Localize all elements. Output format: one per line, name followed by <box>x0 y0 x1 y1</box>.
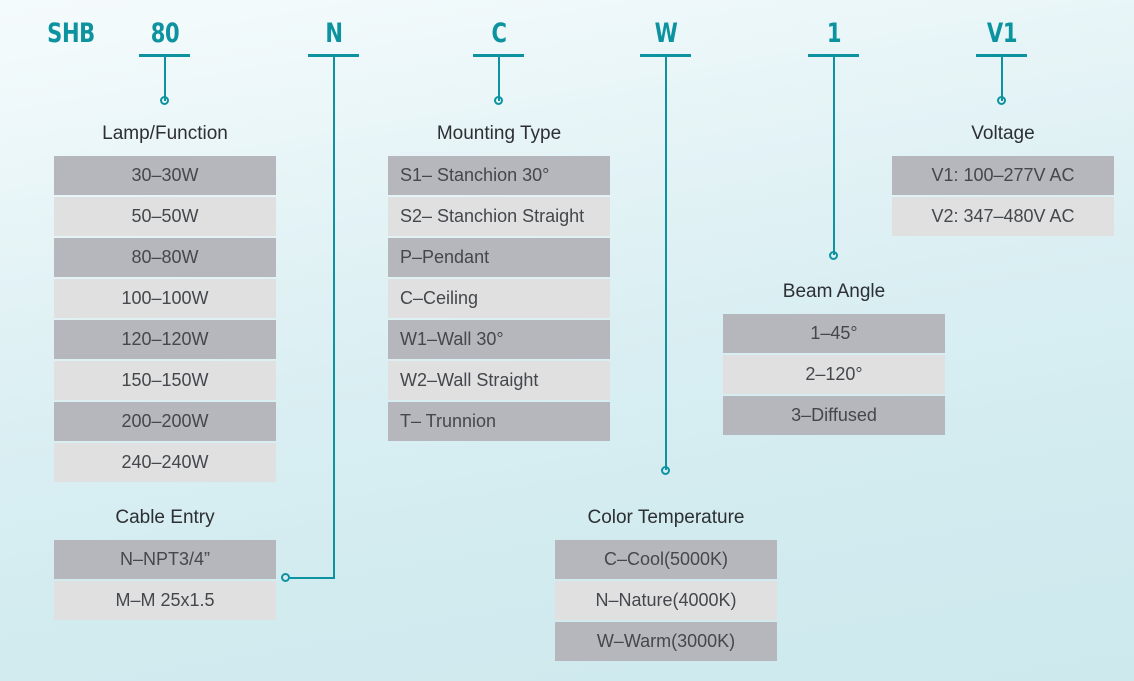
connector-dot-cable <box>281 573 290 582</box>
connector-line-lamp <box>164 56 166 101</box>
option-row[interactable]: C–Ceiling <box>388 279 610 318</box>
code-segment-voltage: V1 <box>986 18 1018 49</box>
code-underline-voltage <box>976 54 1027 57</box>
code-underline-mount <box>473 54 524 57</box>
option-row[interactable]: V2: 347–480V AC <box>892 197 1114 236</box>
option-row[interactable]: N–NPT3/4” <box>54 540 276 579</box>
code-underline-color <box>640 54 691 57</box>
option-row[interactable]: V1: 100–277V AC <box>892 156 1114 195</box>
connector-line-color <box>665 56 667 470</box>
connector-line-voltage <box>1001 56 1003 101</box>
option-row[interactable]: T– Trunnion <box>388 402 610 441</box>
connector-dot-mount <box>494 96 503 105</box>
option-row[interactable]: 80–80W <box>54 238 276 277</box>
options-table-beam-angle: 1–45° 2–120° 3–Diffused <box>723 314 945 435</box>
group-title-cable-entry: Cable Entry <box>115 507 215 528</box>
option-row[interactable]: W–Warm(3000K) <box>555 622 777 661</box>
option-row[interactable]: M–M 25x1.5 <box>54 581 276 620</box>
option-row[interactable]: P–Pendant <box>388 238 610 277</box>
option-row[interactable]: 50–50W <box>54 197 276 236</box>
options-table-color-temperature: C–Cool(5000K) N–Nature(4000K) W–Warm(300… <box>555 540 777 661</box>
option-row[interactable]: 1–45° <box>723 314 945 353</box>
code-segment-lamp: 80 <box>150 18 180 49</box>
connector-dot-beam <box>829 251 838 260</box>
code-segment-mount: C <box>491 18 507 49</box>
options-table-lamp-function: 30–30W 50–50W 80–80W 100–100W 120–120W 1… <box>54 156 276 482</box>
code-segment-color: W <box>654 18 678 49</box>
option-row[interactable]: 240–240W <box>54 443 276 482</box>
connector-line-cable-horizontal <box>290 577 335 579</box>
option-row[interactable]: 100–100W <box>54 279 276 318</box>
group-title-color-temperature: Color Temperature <box>587 507 745 528</box>
connector-line-beam <box>833 56 835 255</box>
option-row[interactable]: 200–200W <box>54 402 276 441</box>
option-row[interactable]: 2–120° <box>723 355 945 394</box>
group-title-lamp-function: Lamp/Function <box>102 123 228 144</box>
options-table-voltage: V1: 100–277V AC V2: 347–480V AC <box>892 156 1114 236</box>
connector-line-cable-vertical <box>333 56 335 579</box>
connector-dot-lamp <box>160 96 169 105</box>
group-title-mounting-type: Mounting Type <box>436 123 562 144</box>
option-row[interactable]: W2–Wall Straight <box>388 361 610 400</box>
option-row[interactable]: 3–Diffused <box>723 396 945 435</box>
options-table-cable-entry: N–NPT3/4” M–M 25x1.5 <box>54 540 276 620</box>
option-row[interactable]: 150–150W <box>54 361 276 400</box>
code-underline-cable <box>308 54 359 57</box>
option-row[interactable]: W1–Wall 30° <box>388 320 610 359</box>
connector-dot-voltage <box>997 96 1006 105</box>
group-title-beam-angle: Beam Angle <box>782 281 886 302</box>
connector-dot-color <box>661 466 670 475</box>
option-row[interactable]: 30–30W <box>54 156 276 195</box>
code-underline-beam <box>808 54 859 57</box>
option-row[interactable]: N–Nature(4000K) <box>555 581 777 620</box>
options-table-mounting-type: S1– Stanchion 30° S2– Stanchion Straight… <box>388 156 610 441</box>
option-row[interactable]: 120–120W <box>54 320 276 359</box>
code-segment-cable: N <box>325 18 343 49</box>
option-row[interactable]: S2– Stanchion Straight <box>388 197 610 236</box>
code-segment-beam: 1 <box>826 18 842 49</box>
code-segment-prefix: SHB <box>47 18 95 49</box>
code-underline-lamp <box>139 54 190 57</box>
group-title-voltage: Voltage <box>971 123 1035 144</box>
option-row[interactable]: C–Cool(5000K) <box>555 540 777 579</box>
option-row[interactable]: S1– Stanchion 30° <box>388 156 610 195</box>
connector-line-mount <box>498 56 500 101</box>
